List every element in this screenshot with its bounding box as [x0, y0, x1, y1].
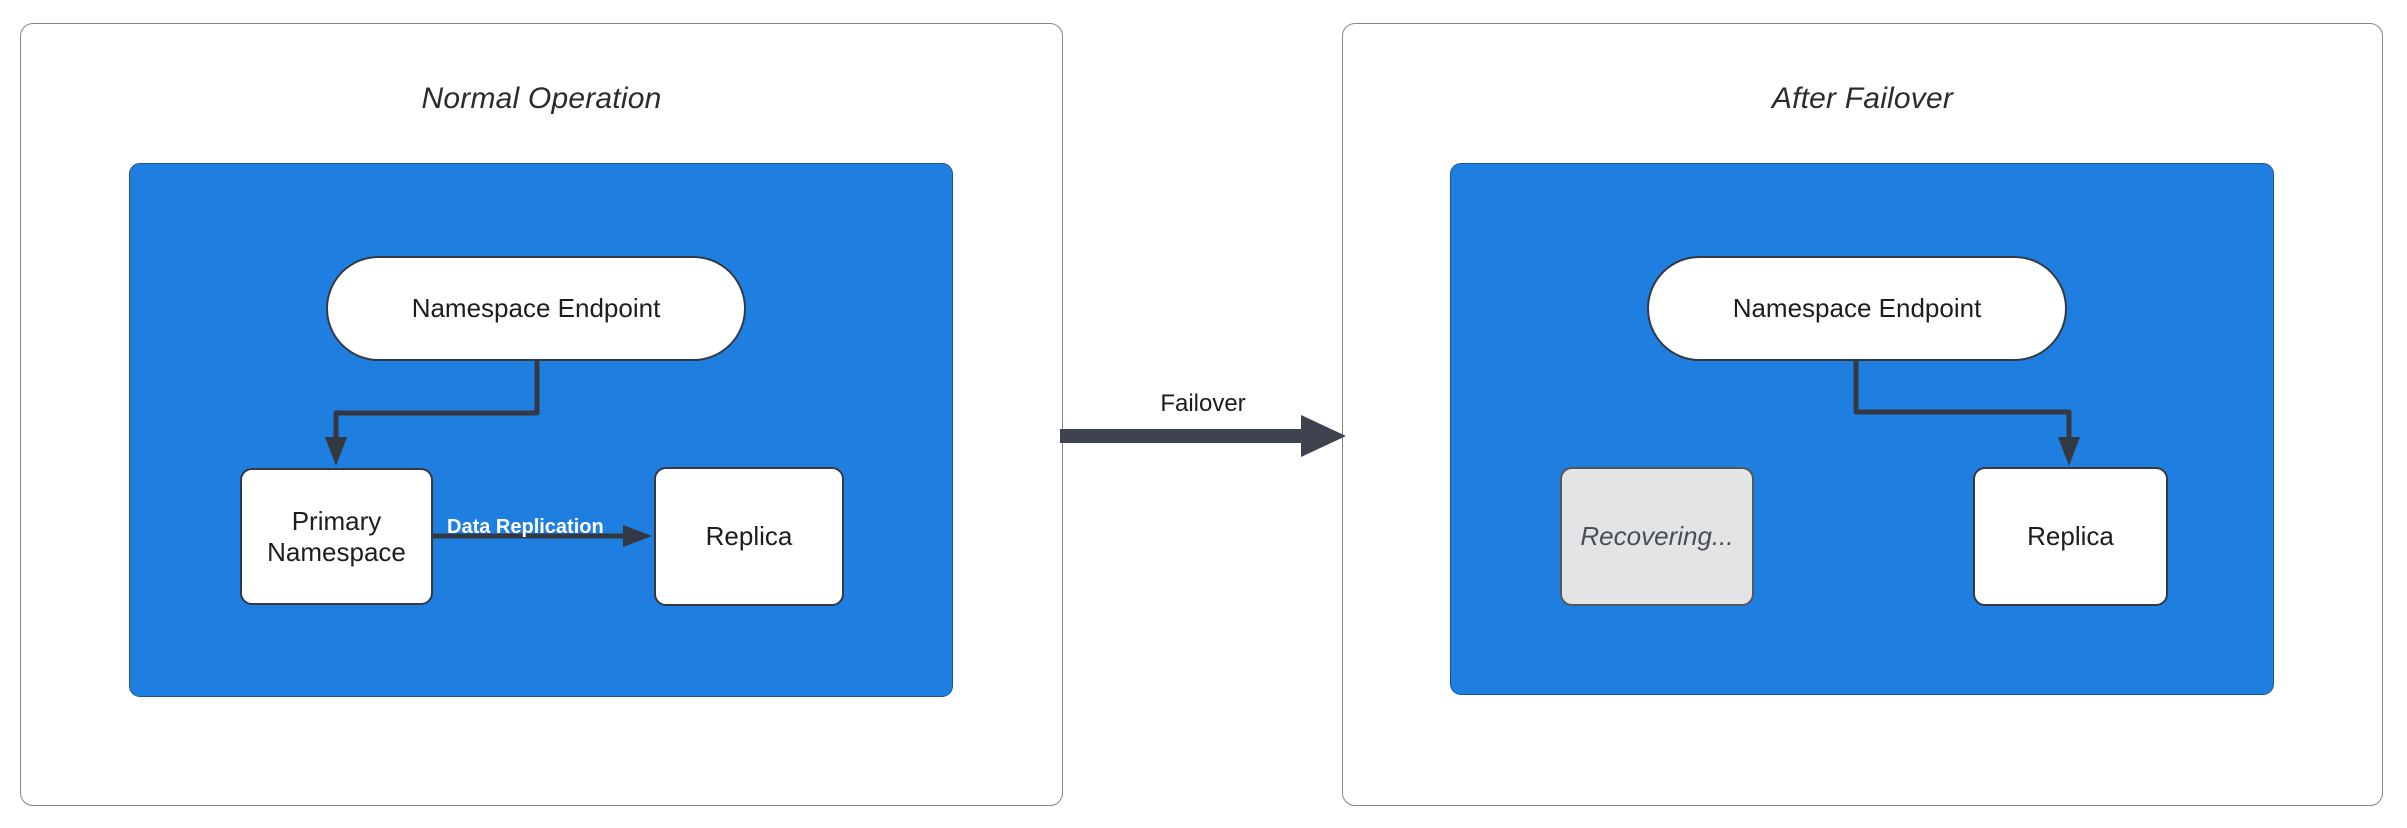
node-label: Recovering...	[1580, 521, 1734, 552]
node-label: Namespace Endpoint	[1732, 293, 1982, 324]
node-label: Primary Namespace	[267, 506, 406, 567]
failover-transition-label: Failover	[1160, 390, 1246, 417]
panel-title-normal-operation: Normal Operation	[421, 82, 662, 115]
node-label: Replica	[705, 521, 793, 552]
panel-title-after-failover: After Failover	[1771, 82, 1954, 115]
node-label: Replica	[2027, 521, 2114, 552]
node-namespace-endpoint-normal[interactable]: Namespace Endpoint	[326, 256, 746, 361]
node-label-line1: Primary	[291, 505, 382, 536]
failover-transition-arrow	[1060, 415, 1346, 457]
node-replica-normal[interactable]: Replica	[654, 467, 844, 606]
node-label-line2: Namespace	[267, 536, 406, 567]
cluster-normal-operation	[129, 163, 953, 697]
node-namespace-endpoint-failover[interactable]: Namespace Endpoint	[1647, 256, 2067, 361]
cluster-after-failover	[1450, 163, 2274, 695]
edge-label-data-replication: Data Replication	[447, 516, 604, 538]
node-recovering[interactable]: Recovering...	[1560, 467, 1754, 606]
node-label: Namespace Endpoint	[411, 293, 661, 324]
node-replica-promoted[interactable]: Replica	[1973, 467, 2168, 606]
node-primary-namespace[interactable]: Primary Namespace	[240, 468, 433, 605]
